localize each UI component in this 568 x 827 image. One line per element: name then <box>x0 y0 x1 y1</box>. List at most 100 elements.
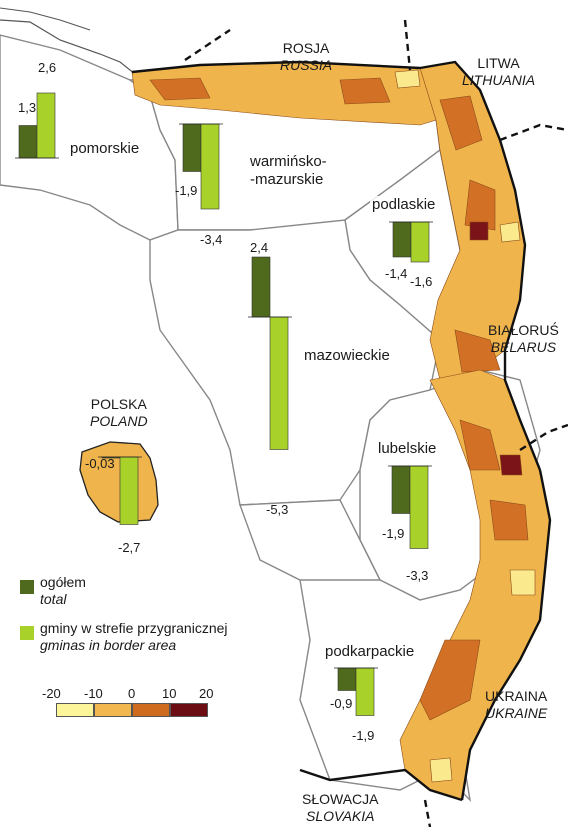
bar-podlaskie-border <box>410 221 430 263</box>
border-zone <box>131 61 551 801</box>
east-strip-lower-pale2 <box>429 757 453 783</box>
value-poland-total: -0,03 <box>85 456 115 471</box>
scale-box-3 <box>170 703 208 717</box>
legend-swatch-border <box>20 626 34 640</box>
border-lithuania-belarus <box>419 60 542 471</box>
legend-border-en: gminas in border area <box>40 637 177 653</box>
value-warminsko-border: -3,4 <box>200 232 223 247</box>
region-label-lubelskie: lubelskie <box>376 440 439 457</box>
value-mazowieckie-total: 2,4 <box>250 240 269 255</box>
country-slovakia-en: SLOVAKIA <box>306 808 375 824</box>
country-russia-pl: ROSJA <box>282 40 330 56</box>
bar-pomorskie-total <box>18 125 38 159</box>
country-russia-en: RUSSIA <box>280 57 333 73</box>
value-pomorskie-total: 1,3 <box>18 100 37 115</box>
east-strip-upper-mid2 <box>464 179 496 231</box>
value-lubelskie-border: -3,3 <box>406 568 429 583</box>
dash-lithuania-north <box>403 19 412 71</box>
country-slovakia-pl: SŁOWACJA <box>302 791 379 807</box>
poland-inset <box>79 441 159 523</box>
country-belarus: BIAŁORUŚ BELARUS <box>488 322 559 356</box>
value-warminsko-total: -1,9 <box>175 183 198 198</box>
region-label-mazowieckie: mazowieckie <box>302 347 392 364</box>
state-borders <box>131 60 552 802</box>
border-slovakia <box>299 768 463 802</box>
value-podlaskie-border: -1,6 <box>410 274 433 289</box>
bar-pomorskie-border <box>36 92 56 159</box>
bar-podkarpackie-border <box>355 667 375 716</box>
value-lubelskie-total: -1,9 <box>382 526 405 541</box>
legend-total-pl: ogółem <box>40 574 86 590</box>
coastline-spit <box>0 7 91 31</box>
scale-box-2 <box>132 703 170 717</box>
region-label-warminsko: warmińsko- -mazurskie <box>248 153 329 189</box>
scale-box-0 <box>56 703 94 717</box>
coastline <box>0 19 141 79</box>
country-ukraine-pl: UKRAINA <box>485 688 548 704</box>
country-poland: POLSKA POLAND <box>90 396 148 430</box>
border-ukraine <box>460 469 552 801</box>
value-podlaskie-total: -1,4 <box>385 266 408 281</box>
legend-swatch-total <box>20 580 34 594</box>
country-ukraine: UKRAINA UKRAINE <box>485 688 547 722</box>
scale-tick-1: -10 <box>84 686 103 701</box>
bar-poland-border <box>119 456 139 525</box>
north-strip-pale <box>394 69 421 89</box>
scale-tick-2: 0 <box>128 686 136 701</box>
north-strip-mid <box>149 77 211 101</box>
country-lithuania: LITWA LITHUANIA <box>462 55 535 89</box>
region-label-pomorskie: pomorskie <box>68 140 142 157</box>
country-poland-en: POLAND <box>90 413 148 429</box>
country-russia: ROSJA RUSSIA <box>280 40 332 74</box>
legend-border-pl: gminy w strefie przygranicznej <box>40 620 228 636</box>
bar-mazowieckie-border <box>269 316 289 450</box>
east-strip-lower-mid3 <box>419 639 481 721</box>
east-strip-lower-mid <box>459 419 501 471</box>
poland-shape <box>79 441 159 523</box>
bar-mazowieckie-total <box>251 256 271 318</box>
foreign-borders <box>184 19 568 827</box>
country-slovakia: SŁOWACJA SLOVAKIA <box>302 791 379 825</box>
value-mazowieckie-border: -5,3 <box>266 502 289 517</box>
north-strip-mid2 <box>339 77 391 105</box>
country-belarus-en: BELARUS <box>490 339 557 355</box>
border-russia <box>131 60 421 74</box>
country-lithuania-en: LITHUANIA <box>462 72 536 88</box>
bar-warminsko-total <box>182 123 202 172</box>
dash-russia-lithuania <box>184 29 231 61</box>
swietokrzyskie-outline <box>239 499 382 581</box>
legend-item-border: gminy w strefie przygranicznej gminas in… <box>40 620 228 654</box>
region-label-podlaskie: podlaskie <box>370 196 438 213</box>
east-strip-lower-mid2 <box>489 499 529 541</box>
east-strip-mid3 <box>454 329 501 373</box>
legend-item-total: ogółem total <box>40 574 86 608</box>
east-strip-lower-dark <box>499 454 523 476</box>
value-pomorskie-border: 2,6 <box>38 60 57 75</box>
country-ukraine-en: UKRAINE <box>485 705 548 721</box>
dash-lithuania-belarus <box>499 123 568 142</box>
bar-charts <box>15 92 433 716</box>
bar-podkarpackie-total <box>337 667 357 691</box>
east-strip-dark <box>469 221 489 241</box>
region-label-podkarpackie: podkarpackie <box>323 643 417 660</box>
country-poland-pl: POLSKA <box>90 396 147 412</box>
dash-slovakia <box>423 799 432 827</box>
value-podkarpackie-border: -1,9 <box>352 728 375 743</box>
bar-lubelskie-total <box>391 465 411 514</box>
scale-box-1 <box>94 703 132 717</box>
bar-warminsko-border <box>200 123 220 210</box>
scale-tick-0: -20 <box>42 686 61 701</box>
east-strip-upper-mid <box>439 95 483 151</box>
scale-tick-4: 20 <box>199 686 214 701</box>
country-lithuania-pl: LITWA <box>477 55 520 71</box>
east-strip-lower-pale <box>509 569 536 596</box>
east-strip-pale <box>499 221 521 243</box>
country-belarus-pl: BIAŁORUŚ <box>488 322 559 338</box>
value-podkarpackie-total: -0,9 <box>330 696 353 711</box>
legend-total-en: total <box>40 591 67 607</box>
bar-lubelskie-border <box>409 465 429 549</box>
bar-podlaskie-total <box>392 221 412 258</box>
value-poland-border: -2,7 <box>118 540 141 555</box>
scale-tick-3: 10 <box>162 686 177 701</box>
